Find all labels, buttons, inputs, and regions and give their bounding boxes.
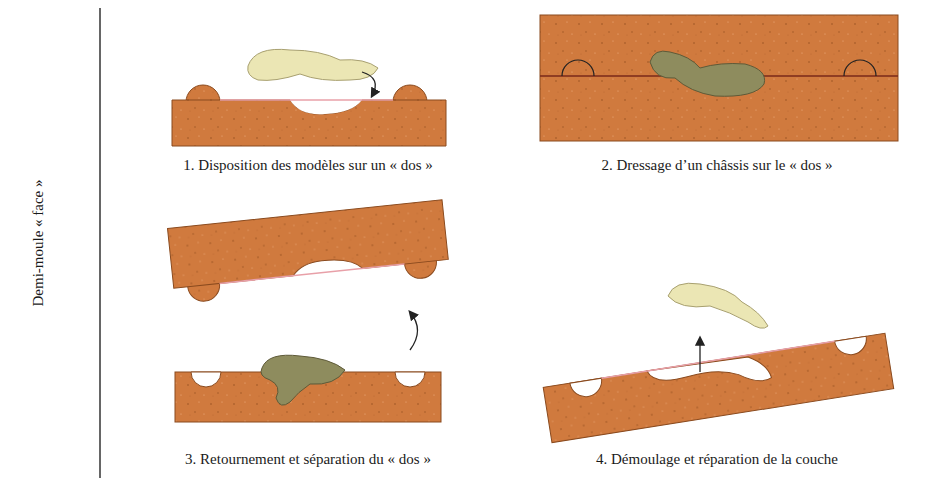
panel-2	[540, 15, 898, 141]
side-label: Demi-moule « face »	[29, 179, 47, 306]
step-caption: 1. Disposition des modèles sur un « dos …	[183, 156, 433, 174]
panel-3	[168, 200, 450, 422]
panel-1	[172, 49, 446, 146]
divider-line	[99, 8, 101, 478]
step-caption: 2. Dressage d’un châssis sur le « dos »	[601, 156, 832, 174]
step-caption: 3. Retournement et séparation du « dos »	[185, 450, 431, 468]
panel-4	[543, 283, 894, 442]
step-caption: 4. Démoulage et réparation de la couche	[596, 450, 838, 468]
